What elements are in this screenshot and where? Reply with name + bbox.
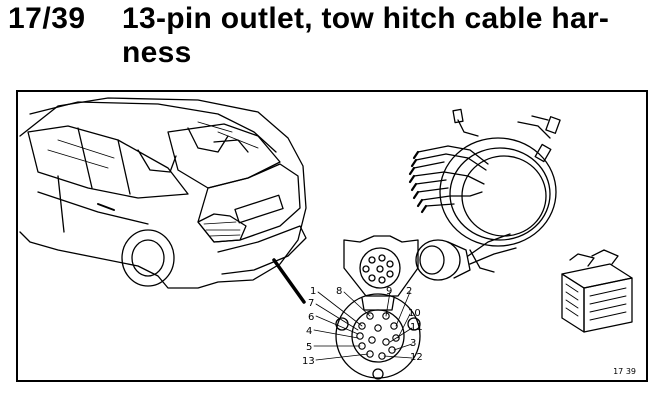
outlet-body-small bbox=[415, 239, 461, 281]
top-plug-right bbox=[545, 116, 561, 134]
tow-hitch-illustration: 1 7 6 4 5 13 8 9 2 10 11 3 12 bbox=[19, 97, 633, 380]
rear-window bbox=[167, 123, 281, 189]
rear-bumper bbox=[217, 225, 307, 275]
pin-label-10: 10 bbox=[408, 308, 421, 319]
module-ribs bbox=[589, 287, 627, 321]
harness-branch-top bbox=[457, 115, 551, 139]
side-windows bbox=[27, 125, 189, 199]
pin-label-11: 11 bbox=[410, 322, 423, 333]
harness-coil-2 bbox=[449, 147, 551, 241]
outlet-face-small bbox=[419, 245, 445, 275]
rear-pin bbox=[378, 276, 386, 284]
pin-label-5: 5 bbox=[306, 342, 312, 353]
window-pillar bbox=[77, 127, 131, 195]
rear-pin bbox=[378, 254, 386, 262]
pin-2 bbox=[390, 322, 398, 330]
rear-pin bbox=[362, 265, 370, 273]
socket-pins bbox=[356, 312, 400, 360]
socket-rear-view bbox=[343, 235, 419, 297]
pin-label-3: 3 bbox=[410, 338, 416, 349]
car-roof bbox=[29, 101, 277, 153]
rear-wheel-rim bbox=[131, 239, 165, 277]
module-pins bbox=[565, 283, 579, 317]
module-top bbox=[561, 263, 633, 289]
pin-1 bbox=[358, 322, 366, 330]
pin-label-4: 4 bbox=[306, 326, 312, 337]
cable-harness-drawing bbox=[408, 108, 561, 281]
tail-light bbox=[197, 213, 247, 243]
section-number: 17/39 bbox=[8, 2, 86, 35]
socket-mount-right bbox=[407, 317, 421, 331]
cable-tips bbox=[408, 150, 428, 214]
pin-label-12: 12 bbox=[410, 352, 423, 363]
rear-pin bbox=[368, 256, 376, 264]
bundle-join bbox=[443, 145, 489, 197]
pin-7 bbox=[368, 336, 376, 344]
module-side bbox=[583, 277, 633, 333]
cable-bundle-ends bbox=[413, 145, 455, 207]
pin-10 bbox=[392, 334, 400, 342]
pin-9 bbox=[382, 312, 390, 320]
rear-wheel bbox=[121, 229, 175, 287]
socket-inner-face bbox=[351, 309, 405, 363]
pin-11 bbox=[382, 338, 390, 346]
top-plug-left bbox=[452, 108, 464, 124]
cable-ground-strap bbox=[469, 249, 495, 273]
pin-number-labels: 1 7 6 4 5 13 8 9 2 10 11 3 12 bbox=[302, 286, 423, 367]
pin-8 bbox=[366, 312, 374, 320]
pin-label-7: 7 bbox=[308, 298, 314, 309]
tail-light-stripes bbox=[203, 221, 241, 237]
interior-lines bbox=[47, 121, 259, 169]
socket-lid-screw bbox=[372, 368, 384, 380]
socket-rear-face bbox=[359, 247, 401, 289]
pin-label-13: 13 bbox=[302, 356, 315, 367]
door-handle bbox=[97, 203, 115, 211]
rear-door-line bbox=[37, 175, 149, 233]
socket-rear-housing bbox=[343, 235, 419, 297]
page-heading: 17/39 13-pin outlet, tow hitch cable har… bbox=[4, 0, 664, 80]
pin-label-6: 6 bbox=[308, 312, 314, 323]
socket-lid-hinge bbox=[361, 297, 395, 311]
interior-seats bbox=[137, 127, 249, 173]
rear-pin bbox=[386, 270, 394, 278]
car-drawing bbox=[19, 97, 307, 304]
socket-outer-rim bbox=[335, 293, 421, 379]
side-plug-right bbox=[534, 143, 552, 163]
page-title-line-1: 13-pin outlet, tow hitch cable har- bbox=[122, 2, 610, 35]
pin-6 bbox=[374, 324, 382, 332]
harness-coil-3 bbox=[461, 155, 547, 237]
control-module-drawing bbox=[561, 249, 633, 333]
module-front bbox=[561, 273, 585, 333]
rear-pin bbox=[368, 274, 376, 282]
car-body-outline bbox=[19, 97, 307, 289]
outlet-collar bbox=[447, 241, 471, 279]
pin-leader-lines bbox=[313, 291, 413, 361]
outlet-cable bbox=[467, 233, 517, 265]
rear-pin bbox=[386, 260, 394, 268]
page-title-line-2: ness bbox=[122, 36, 192, 69]
module-connectors bbox=[569, 249, 619, 267]
pin-label-2: 2 bbox=[406, 286, 412, 297]
pin-label-8: 8 bbox=[336, 286, 342, 297]
harness-coil-1 bbox=[439, 137, 557, 247]
rear-pin bbox=[376, 265, 384, 273]
pin-label-9: 9 bbox=[386, 286, 392, 297]
pin-label-1: 1 bbox=[310, 286, 316, 297]
figure-reference: 17 39 bbox=[613, 367, 636, 376]
socket-front-view bbox=[313, 291, 421, 380]
license-plate bbox=[234, 194, 284, 224]
illustration-frame: 1 7 6 4 5 13 8 9 2 10 11 3 12 17 39 bbox=[16, 90, 648, 382]
leader-line bbox=[272, 258, 306, 304]
pin-4 bbox=[356, 332, 364, 340]
